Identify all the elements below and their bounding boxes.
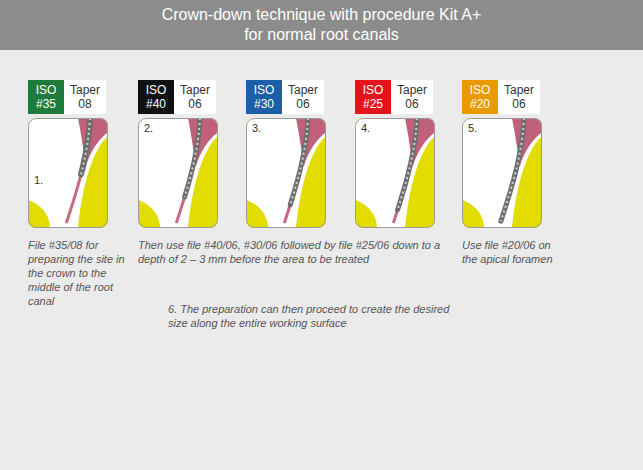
caption-text: File #35/08 for preparing the site in th… <box>28 238 130 308</box>
panel-frame <box>139 119 218 228</box>
file-flutes <box>81 118 90 174</box>
taper-badge: Taper08 <box>64 80 106 114</box>
badge-text: #25 <box>363 97 383 111</box>
diagram-title: Crown-down technique with procedure Kit … <box>157 5 487 45</box>
badge-text: 06 <box>296 97 309 111</box>
root-canal <box>500 118 524 223</box>
iso-size-badge: ISO#35 <box>28 80 64 114</box>
iso-size-badge: ISO#40 <box>138 80 174 114</box>
badge-text: 06 <box>405 97 418 111</box>
iso-size-badge: ISO#30 <box>246 80 282 114</box>
badge-text: Taper <box>288 83 318 97</box>
step-panel: 4. <box>355 118 435 228</box>
step-note: 6. The preparation can then proceed to c… <box>168 302 468 330</box>
step-panel: 1. <box>28 118 108 228</box>
root-canal <box>66 118 90 223</box>
tooth-illustration <box>462 118 542 228</box>
bone <box>138 118 218 228</box>
badge-text: #30 <box>254 97 274 111</box>
bone <box>28 118 108 228</box>
taper-badge: Taper06 <box>498 80 540 114</box>
panel-frame <box>29 119 108 228</box>
root-canal <box>393 118 417 223</box>
caption-text: Then use file #40/06, #30/06 followed by… <box>138 238 456 266</box>
step-number: 4. <box>361 122 370 134</box>
badge-text: ISO <box>146 83 167 97</box>
tooth-illustration <box>355 118 435 228</box>
caption-text: Use file #20/06 on the apical foramen <box>462 238 562 266</box>
step-number: 1. <box>34 174 43 186</box>
badge-text: Taper <box>504 83 534 97</box>
panel-frame <box>356 119 435 228</box>
file-flutes <box>290 118 308 205</box>
root-canal <box>176 118 200 223</box>
taper-badge: Taper06 <box>174 80 216 114</box>
badge-text: 06 <box>188 97 201 111</box>
badge-text: Taper <box>180 83 210 97</box>
tooth-illustration <box>28 118 108 228</box>
taper-badge: Taper06 <box>391 80 433 114</box>
step-panel: 5. <box>462 118 542 228</box>
tooth-illustrations <box>28 118 542 228</box>
endo-file <box>81 118 90 174</box>
tooth-illustration <box>246 118 326 228</box>
title-band <box>0 0 643 50</box>
endo-file <box>501 118 524 221</box>
file-flutes <box>501 118 524 221</box>
iso-size-badge: ISO#20 <box>462 80 498 114</box>
badge-text: ISO <box>36 83 57 97</box>
tooth-root <box>138 118 218 228</box>
badge-text: 06 <box>512 97 525 111</box>
file-flutes <box>185 118 200 197</box>
badge-text: ISO <box>254 83 275 97</box>
iso-size-badge: ISO#25 <box>355 80 391 114</box>
badge-text: #20 <box>470 97 490 111</box>
panel-frame <box>463 119 542 228</box>
step-number: 3. <box>252 122 261 134</box>
tooth-root <box>28 118 108 228</box>
bone <box>355 118 435 228</box>
taper-badge: Taper06 <box>282 80 324 114</box>
endo-file <box>290 118 308 205</box>
step-number: 5. <box>468 122 477 134</box>
step-number: 2. <box>144 122 153 134</box>
title-band: Crown-down technique with procedure Kit … <box>0 0 643 50</box>
root-canal <box>284 118 308 223</box>
badge-text: Taper <box>397 83 427 97</box>
badge-text: 08 <box>78 97 91 111</box>
tooth-root <box>355 118 435 228</box>
badge-text: #40 <box>146 97 166 111</box>
tooth-illustration <box>138 118 218 228</box>
endo-file <box>185 118 200 197</box>
endo-file <box>398 118 417 210</box>
badge-text: Taper <box>70 83 100 97</box>
step-panel: 2. <box>138 118 218 228</box>
badge-text: ISO <box>470 83 491 97</box>
file-flutes <box>398 118 417 210</box>
step-panel: 3. <box>246 118 326 228</box>
panel-frame <box>247 119 326 228</box>
bone <box>462 118 542 228</box>
tooth-root <box>462 118 542 228</box>
bone <box>246 118 326 228</box>
badge-text: ISO <box>363 83 384 97</box>
tooth-root <box>246 118 326 228</box>
badge-text: #35 <box>36 97 56 111</box>
